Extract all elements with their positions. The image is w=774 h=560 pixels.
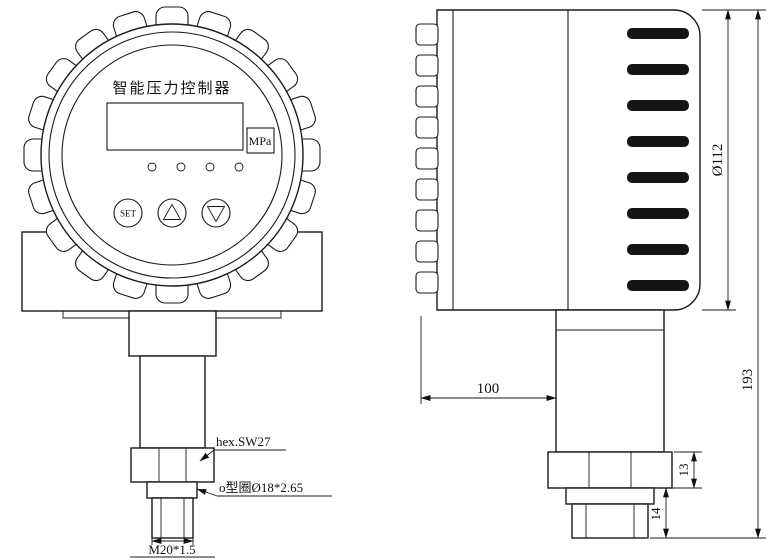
dim-depth-text: 100	[477, 381, 500, 397]
lcd-display	[106, 102, 244, 151]
callout-oring-text: o型圈Ø18*2.65	[219, 480, 303, 495]
hex-nut	[130, 447, 215, 483]
callout-thread: M20*1.5	[130, 538, 215, 558]
callout-hex-text: hex.SW27	[216, 434, 271, 449]
o-ring-groove	[146, 481, 198, 499]
side-thread-stub	[571, 503, 649, 539]
up-button	[157, 198, 187, 228]
callout-thread-text: M20*1.5	[148, 542, 195, 557]
unit-badge: MPa	[246, 127, 275, 154]
set-button-label: SET	[120, 209, 137, 219]
callout-oring: o型圈Ø18*2.65	[196, 480, 332, 497]
unit-label: MPa	[249, 134, 272, 148]
dim-depth: 100	[420, 316, 557, 404]
callout-hex: hex.SW27	[199, 434, 286, 462]
thread-stub	[151, 497, 194, 539]
side-housing	[415, 9, 701, 311]
side-o-ring-groove	[565, 487, 655, 505]
up-arrow-icon	[162, 203, 182, 220]
front-view: 智能压力控制器 MPa SET	[21, 6, 332, 558]
dim-diameter-text: Ø112	[710, 144, 726, 177]
dim-thread-length-text: 14	[648, 507, 663, 521]
dim-diameter: Ø112	[702, 9, 766, 311]
side-process-connection	[547, 309, 673, 539]
dimensions: Ø112 193 100 13	[420, 9, 766, 539]
side-hex-nut	[547, 451, 673, 489]
faceplate: 智能压力控制器 MPa SET	[106, 79, 275, 228]
set-button: SET	[113, 198, 143, 228]
side-fins	[415, 23, 439, 294]
down-button	[201, 198, 231, 228]
side-view: Ø112 193 100 13	[415, 9, 766, 539]
vent-slots	[627, 28, 689, 291]
dim-total-height: 193	[650, 9, 766, 539]
process-connection	[128, 310, 217, 539]
front-callouts: hex.SW27 o型圈Ø18*2.65 M20*1.5	[130, 434, 332, 558]
down-arrow-icon	[206, 206, 226, 223]
indicator-dots	[147, 162, 244, 172]
dim-thread-length: 14	[648, 487, 669, 539]
device-title: 智能压力控制器	[112, 79, 231, 97]
dim-total-height-text: 193	[740, 369, 756, 392]
dim-hex-height-text: 13	[676, 464, 691, 477]
faceplate-circle	[61, 44, 283, 266]
